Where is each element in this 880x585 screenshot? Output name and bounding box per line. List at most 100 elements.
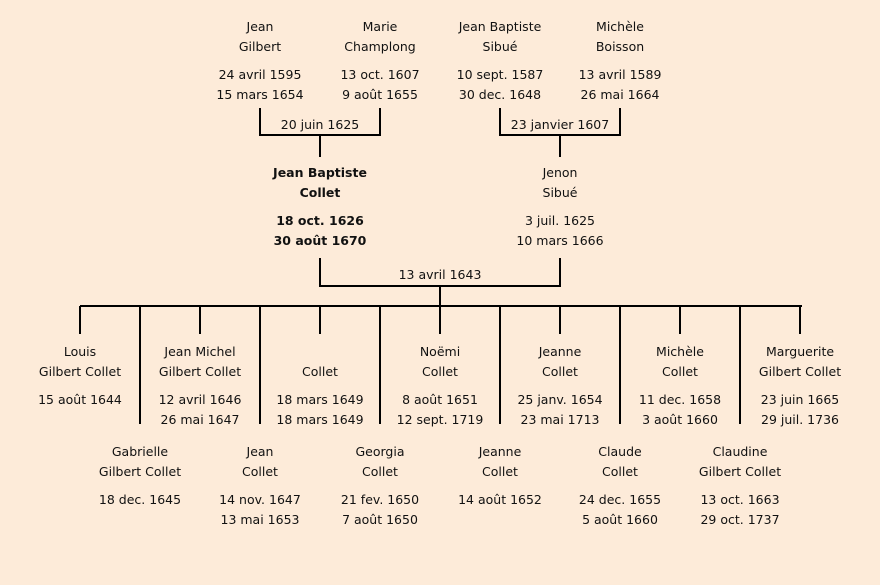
marriage-line bbox=[259, 108, 261, 136]
last-name: Champlong bbox=[344, 39, 416, 54]
birth-date: 3 juil. 1625 bbox=[524, 213, 596, 228]
last-name: Gilbert Collet bbox=[38, 364, 122, 379]
death-date: 30 dec. 1648 bbox=[458, 87, 542, 102]
birth-date: 13 oct. 1663 bbox=[700, 492, 780, 507]
death-date: 18 mars 1649 bbox=[276, 412, 364, 427]
death-date: 3 août 1660 bbox=[642, 412, 718, 427]
child-line bbox=[439, 306, 441, 334]
marriage-date: 23 janvier 1607 bbox=[510, 117, 610, 132]
birth-date: 14 août 1652 bbox=[458, 492, 542, 507]
descent-line bbox=[319, 135, 321, 157]
child-line bbox=[259, 306, 261, 424]
first-name: Louis bbox=[63, 344, 97, 359]
first-name: Jean bbox=[246, 19, 274, 34]
death-date: 15 mars 1654 bbox=[216, 87, 304, 102]
last-name: Collet bbox=[542, 364, 578, 379]
death-date: 12 sept. 1719 bbox=[396, 412, 484, 427]
death-date: 7 août 1650 bbox=[342, 512, 418, 527]
birth-date: 24 avril 1595 bbox=[218, 67, 302, 82]
child-line bbox=[319, 306, 321, 334]
child-line bbox=[799, 306, 801, 334]
death-date: 5 août 1660 bbox=[582, 512, 658, 527]
death-date: 13 mai 1653 bbox=[220, 512, 300, 527]
first-name: Gabrielle bbox=[111, 444, 169, 459]
birth-date: 12 avril 1646 bbox=[158, 392, 242, 407]
last-name: Collet bbox=[602, 464, 638, 479]
first-name: Marguerite bbox=[765, 344, 835, 359]
last-name: Gilbert bbox=[238, 39, 282, 54]
sibling-line bbox=[80, 305, 802, 307]
birth-date: 14 nov. 1647 bbox=[219, 492, 301, 507]
birth-date: 13 oct. 1607 bbox=[340, 67, 420, 82]
birth-date: 21 fev. 1650 bbox=[340, 492, 420, 507]
first-name: Michèle bbox=[656, 344, 704, 359]
last-name: Gilbert Collet bbox=[758, 364, 842, 379]
first-name bbox=[255, 342, 385, 362]
birth-date: 23 juin 1665 bbox=[760, 392, 840, 407]
birth-date: 13 avril 1589 bbox=[578, 67, 662, 82]
descent-line bbox=[559, 135, 561, 157]
child-line bbox=[739, 306, 741, 424]
last-name: Collet bbox=[482, 464, 518, 479]
first-name: Jean bbox=[246, 444, 274, 459]
last-name: Collet bbox=[362, 464, 398, 479]
last-name: Gilbert Collet bbox=[158, 364, 242, 379]
birth-date: 15 août 1644 bbox=[38, 392, 122, 407]
child-line bbox=[139, 306, 141, 424]
last-name: Sibué bbox=[542, 185, 578, 200]
first-name: Noëmi bbox=[419, 344, 461, 359]
birth-date: 8 août 1651 bbox=[402, 392, 478, 407]
birth-date: 25 janv. 1654 bbox=[517, 392, 603, 407]
first-name: Michèle bbox=[596, 19, 644, 34]
marriage-line bbox=[319, 258, 321, 287]
first-name: Jean Baptiste bbox=[273, 165, 367, 180]
death-date: 26 mai 1664 bbox=[580, 87, 660, 102]
death-date: 29 juil. 1736 bbox=[761, 412, 839, 427]
death-date: 30 août 1670 bbox=[273, 233, 367, 248]
child-line bbox=[559, 306, 561, 334]
marriage-line bbox=[379, 108, 381, 136]
last-name: Gilbert Collet bbox=[698, 464, 782, 479]
child-line bbox=[199, 306, 201, 334]
first-name: Claude bbox=[598, 444, 642, 459]
last-name: Collet bbox=[299, 185, 341, 200]
last-name: Collet bbox=[302, 364, 338, 379]
marriage-line bbox=[559, 258, 561, 287]
birth-date: 10 sept. 1587 bbox=[456, 67, 544, 82]
first-name: Jeanne bbox=[538, 344, 582, 359]
first-name: Jean Baptiste bbox=[458, 19, 542, 34]
last-name: Boisson bbox=[595, 39, 645, 54]
death-date: 26 mai 1647 bbox=[160, 412, 240, 427]
birth-date: 11 dec. 1658 bbox=[638, 392, 722, 407]
first-name: Jenon bbox=[542, 165, 578, 180]
child-line bbox=[499, 306, 501, 424]
child-line bbox=[79, 306, 81, 334]
death-date: 23 mai 1713 bbox=[520, 412, 600, 427]
last-name: Gilbert Collet bbox=[98, 464, 182, 479]
first-name: Claudine bbox=[712, 444, 768, 459]
marriage-date: 20 juin 1625 bbox=[280, 117, 360, 132]
child-line bbox=[379, 306, 381, 424]
last-name: Collet bbox=[242, 464, 278, 479]
last-name: Sibué bbox=[482, 39, 518, 54]
death-date: 29 oct. 1737 bbox=[700, 512, 780, 527]
